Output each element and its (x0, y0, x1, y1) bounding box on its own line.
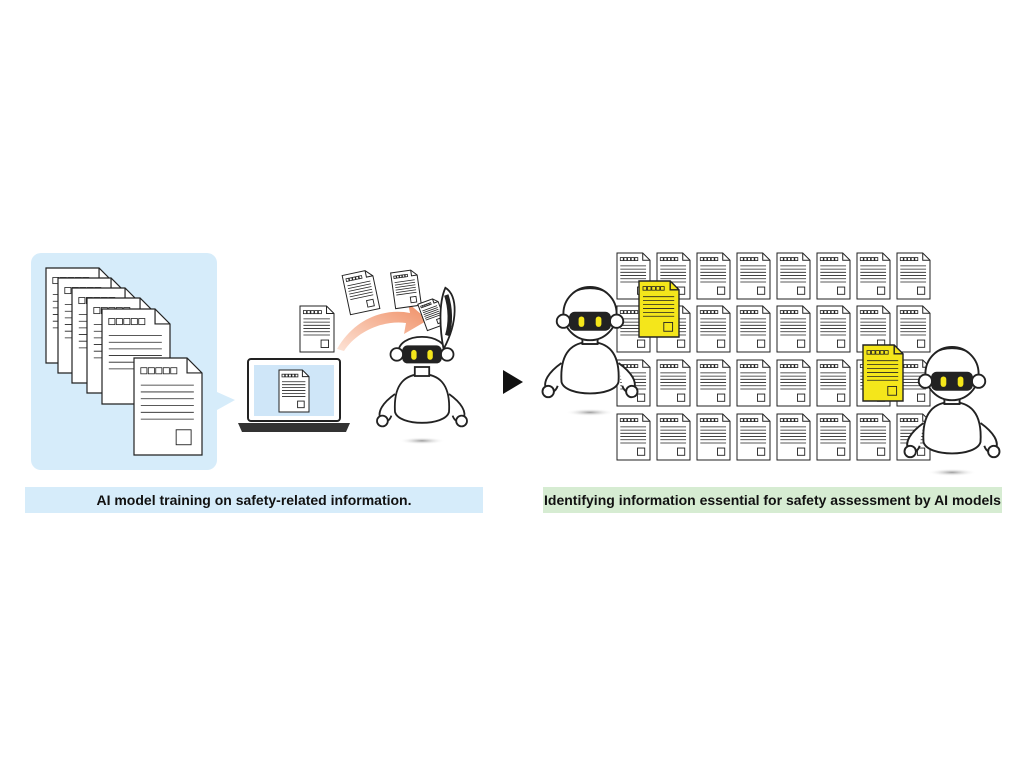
arrow-icon (337, 303, 428, 351)
panel-tail (217, 392, 235, 410)
document-icon (696, 305, 731, 353)
document-icon (776, 359, 811, 407)
document-icon (856, 252, 891, 300)
play-arrow-icon (503, 370, 523, 394)
document-icon (736, 413, 771, 461)
document-icon (299, 305, 335, 353)
document-icon (696, 252, 731, 300)
document-icon (341, 270, 381, 316)
robot-icon (376, 286, 468, 445)
document-icon (736, 305, 771, 353)
document-icon (736, 359, 771, 407)
document-icon (896, 252, 931, 300)
document-icon (696, 413, 731, 461)
document-icon (776, 413, 811, 461)
document-icon (638, 280, 680, 338)
document-icon (816, 413, 851, 461)
document-icon (278, 369, 310, 413)
document-icon (696, 359, 731, 407)
robot-icon (541, 286, 639, 417)
document-icon (862, 344, 904, 402)
training-caption: AI model training on safety-related info… (25, 487, 483, 513)
document-icon (856, 305, 891, 353)
document-icon (656, 359, 691, 407)
document-icon (390, 269, 422, 310)
document-icon (656, 413, 691, 461)
robot-icon (903, 346, 1001, 477)
document-icon (133, 357, 203, 456)
document-icon (776, 252, 811, 300)
document-icon (736, 252, 771, 300)
document-icon (616, 413, 651, 461)
document-stack (45, 267, 203, 456)
document-icon (896, 305, 931, 353)
document-icon (816, 359, 851, 407)
document-icon (816, 305, 851, 353)
assessment-caption: Identifying information essential for sa… (543, 487, 1002, 513)
document-icon (856, 413, 891, 461)
document-icon (816, 252, 851, 300)
document-icon (776, 305, 811, 353)
